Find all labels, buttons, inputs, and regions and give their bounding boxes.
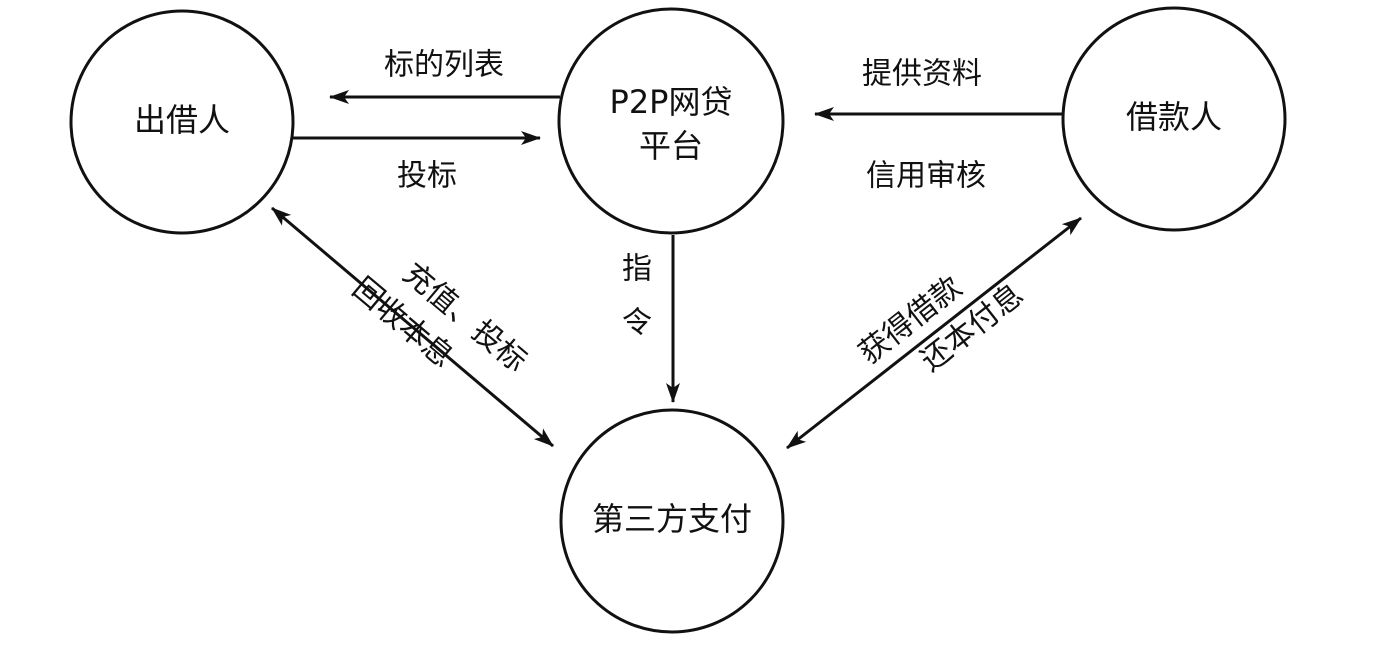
label-instruction-char1: 指 [622,252,652,287]
arrow-borrower-payment [786,216,1082,450]
node-platform-label-line1: P2P网贷 [610,83,733,121]
node-payment-label: 第三方支付 [592,500,752,538]
node-payment-circle [559,408,785,634]
label-borrower-payment: 获得借款 还本付息 [852,270,1030,379]
node-platform: P2P网贷 平台 [557,7,785,235]
node-platform-label-line2: 平台 [639,127,703,165]
node-borrower-circle [1061,6,1287,232]
label-credit-review: 信用审核 [866,159,986,194]
label-lender-payment: 充值、投标 回收本息 [345,256,533,379]
node-platform-circle [557,7,785,235]
node-borrower-label: 借款人 [1126,98,1222,136]
node-borrower: 借款人 [1061,6,1287,232]
label-instruction-char2: 令 [622,306,652,341]
label-bid: 投标 [397,159,457,194]
arrow-lender-payment [271,206,554,448]
node-lender-circle [69,9,295,235]
node-lender-label: 出借人 [134,101,230,139]
node-payment: 第三方支付 [559,408,785,634]
label-provide-info: 提供资料 [862,57,982,92]
label-listing: 标的列表 [384,48,504,83]
node-lender: 出借人 [69,9,295,235]
